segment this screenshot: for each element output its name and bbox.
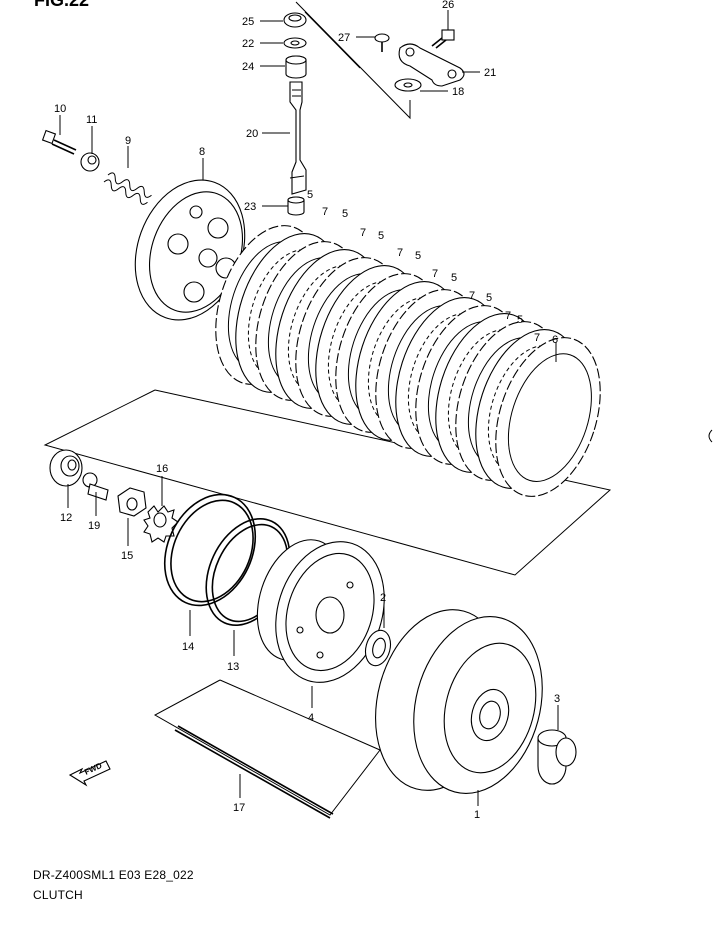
part-2-thrust-washer — [364, 629, 392, 667]
part-8-pressure-plate — [134, 179, 246, 321]
part-19-bolt — [82, 472, 109, 501]
callout-15: 15 — [121, 550, 133, 562]
part-11-collar — [80, 152, 100, 172]
callout-19: 19 — [88, 520, 100, 532]
callout-7-g: 7 — [534, 332, 540, 344]
part-15-nut — [117, 487, 147, 517]
callout-25: 25 — [242, 16, 254, 28]
section-name: CLUTCH — [33, 888, 83, 902]
part-22-washer — [283, 37, 307, 49]
callout-21: 21 — [484, 67, 496, 79]
leader-lines — [59, 10, 559, 806]
callout-9: 9 — [125, 135, 131, 147]
callout-27: 27 — [338, 32, 350, 44]
part-3-spacer — [537, 729, 577, 785]
callout-3: 3 — [554, 693, 560, 705]
callout-8: 8 — [199, 146, 205, 158]
callout-5-c: 5 — [378, 230, 384, 242]
callout-5-d: 5 — [415, 250, 421, 262]
part-9-clutch-spring — [103, 172, 152, 205]
part-14-spring-washer — [163, 493, 257, 607]
part-12-bearing — [49, 449, 83, 487]
callout-12: 12 — [60, 512, 72, 524]
callout-23: 23 — [244, 201, 256, 213]
callout-7-c: 7 — [397, 247, 403, 259]
part-10-bolt — [41, 129, 77, 155]
callout-5-f: 5 — [486, 292, 492, 304]
callout-labels: 25 22 24 20 23 26 27 21 18 10 11 9 8 5 7… — [54, 0, 560, 821]
callout-6: 6 — [552, 334, 558, 346]
callout-11: 11 — [86, 114, 97, 126]
fwd-arrow-icon: FWD — [68, 760, 111, 787]
callout-5-a: 5 — [307, 189, 313, 201]
figure-title: FIG.22 — [34, 0, 89, 10]
drive-plate — [495, 337, 601, 497]
callout-13: 13 — [227, 661, 239, 673]
page-edge-mark — [708, 429, 713, 443]
callout-16: 16 — [156, 463, 168, 475]
part-23-bearing — [287, 196, 305, 216]
part-20-push-rod — [289, 81, 307, 195]
callout-7-b: 7 — [360, 227, 366, 239]
callout-5-b: 5 — [342, 208, 348, 220]
part-18-washer — [394, 78, 422, 92]
callout-5-g: 5 — [517, 314, 523, 326]
callout-26: 26 — [442, 0, 454, 11]
callout-10: 10 — [54, 103, 66, 115]
part-24-needle-bearing — [285, 55, 307, 79]
part-1-clutch-housing — [375, 609, 543, 794]
part-16-lock-washer — [143, 505, 179, 543]
callout-7-a: 7 — [322, 206, 328, 218]
part-17-push-rod — [174, 725, 334, 819]
callout-7-f: 7 — [505, 310, 511, 322]
callout-1: 1 — [474, 809, 480, 821]
clutch-plate-stack — [215, 225, 601, 497]
part-25-bearing — [283, 12, 307, 28]
callout-20: 20 — [246, 128, 258, 140]
callout-5-e: 5 — [451, 272, 457, 284]
part-21-lift-lever — [398, 43, 465, 87]
part-4-sleeve-hub — [256, 539, 385, 683]
callout-17: 17 — [233, 802, 245, 814]
callout-18: 18 — [452, 86, 464, 98]
part-27-screw — [374, 33, 390, 52]
part-26-bolt — [431, 29, 455, 49]
callout-2: 2 — [380, 592, 386, 604]
callout-7-e: 7 — [469, 290, 475, 302]
callout-14: 14 — [182, 641, 194, 653]
catalog-code: DR-Z400SML1 E03 E28_022 — [33, 868, 194, 882]
callout-7-d: 7 — [432, 268, 438, 280]
callout-22: 22 — [242, 38, 254, 50]
callout-24: 24 — [242, 61, 254, 73]
callout-4: 4 — [308, 712, 314, 724]
